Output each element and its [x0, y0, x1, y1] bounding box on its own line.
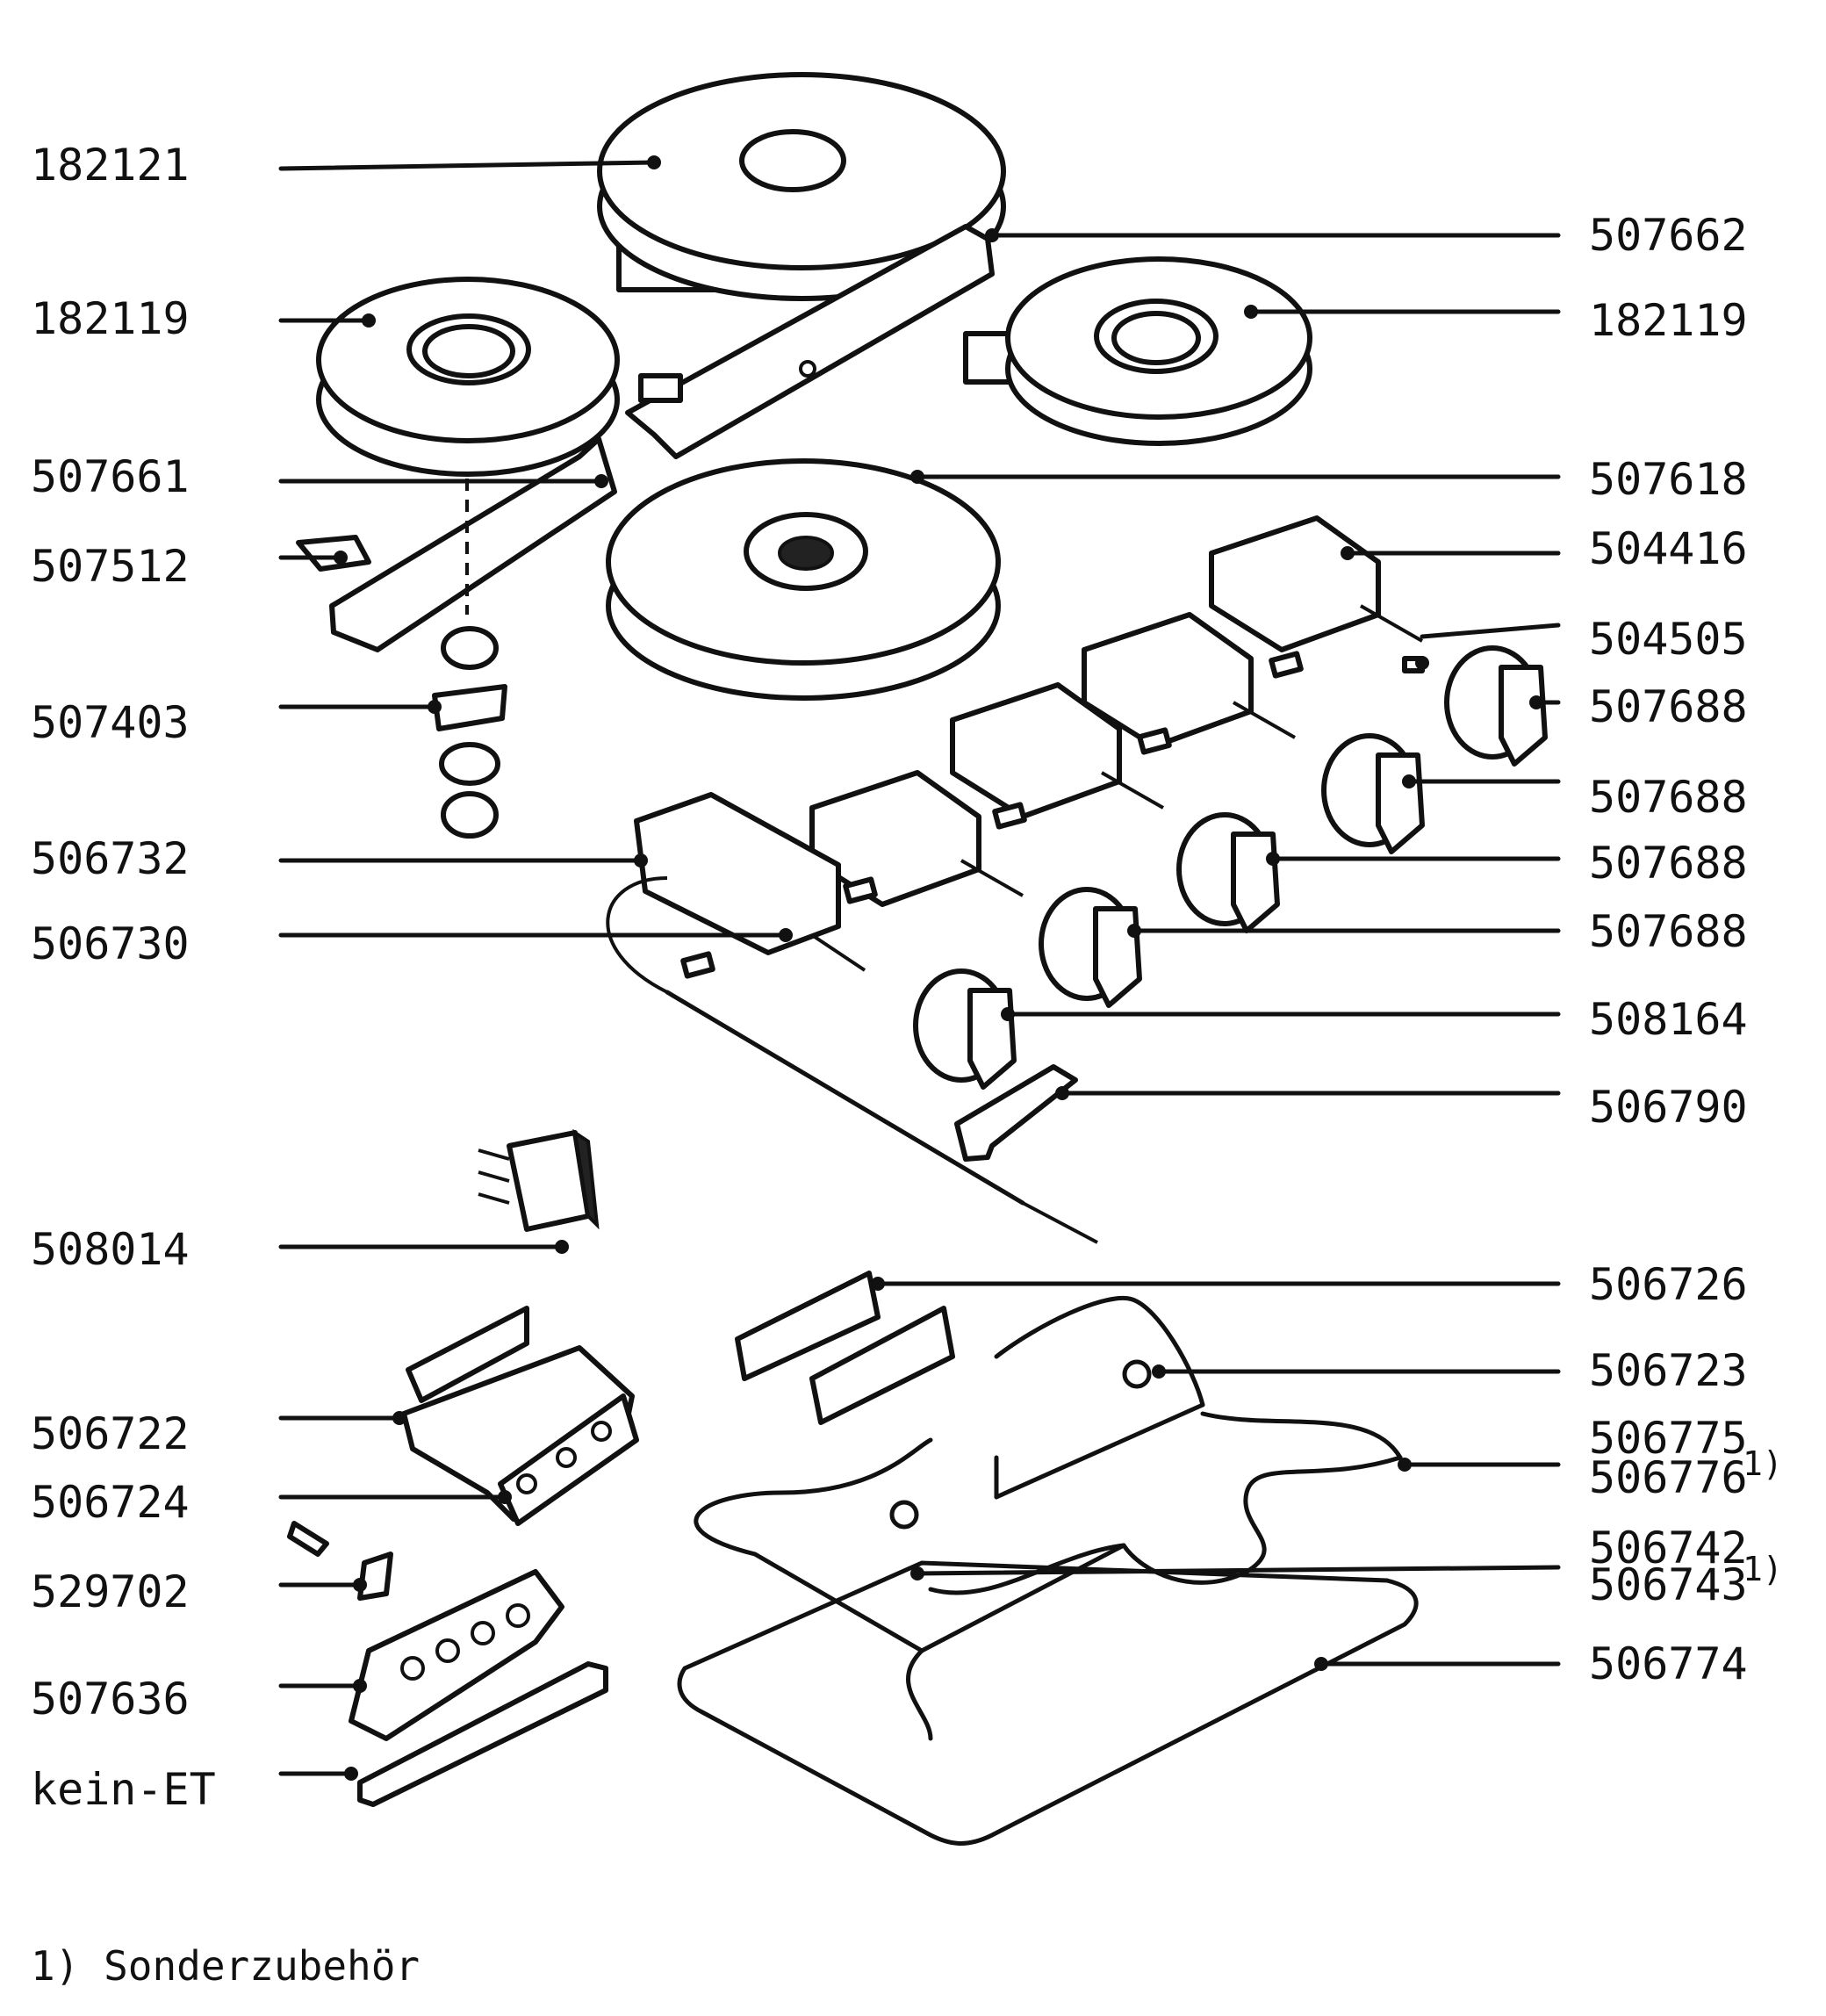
capillary-tube [606, 876, 1098, 1244]
label-529702: 529702 [31, 1566, 190, 1617]
clip-529702 [357, 1552, 393, 1601]
label-507512: 507512 [31, 541, 190, 592]
knobs [913, 645, 1548, 1090]
left-labels: 182121 182119 507661 507512 507403 50673… [31, 140, 216, 1815]
label-508014: 508014 [31, 1224, 190, 1275]
label-507636: 507636 [31, 1674, 190, 1724]
label-506742: 506742 [1589, 1523, 1748, 1573]
screw [287, 1521, 329, 1557]
label-507403: 507403 [31, 697, 190, 748]
label-506723: 506723 [1589, 1345, 1748, 1396]
label-182119-left: 182119 [31, 293, 190, 344]
label-506724: 506724 [31, 1477, 190, 1528]
label-182121: 182121 [31, 140, 190, 191]
relay-508014 [478, 1128, 600, 1232]
switch-row [634, 515, 1425, 979]
label-506774: 506774 [1589, 1638, 1748, 1689]
label-507662: 507662 [1589, 210, 1748, 261]
fastener-stack-507403 [432, 626, 507, 839]
footnote-text: 1) Sonderzubehör [31, 1942, 420, 1990]
label-506732: 506732 [31, 833, 190, 884]
footnote-marker-2: 1) [1743, 1550, 1783, 1588]
label-508164: 508164 [1589, 994, 1748, 1045]
label-507688-3: 507688 [1589, 838, 1748, 889]
label-507688-4: 507688 [1589, 906, 1748, 957]
hotplate-left-182119 [316, 277, 620, 477]
terminal-housing-506722 [401, 1306, 639, 1526]
footnote-marker-1: 1) [1743, 1444, 1783, 1483]
oven-heating-elements [677, 1296, 1419, 1846]
hotplate-center-507618 [606, 458, 1001, 701]
label-506776: 506776 [1589, 1452, 1748, 1503]
bracket-507662 [625, 224, 995, 459]
terminal-block-507636 [349, 1569, 564, 1741]
leader-lines [278, 155, 1561, 1781]
label-506726: 506726 [1589, 1259, 1748, 1310]
label-506775: 506775 [1589, 1413, 1748, 1464]
label-504505: 504505 [1589, 614, 1748, 665]
label-182119-right: 182119 [1589, 295, 1748, 346]
hotplate-right-182119 [963, 256, 1312, 446]
label-506743: 506743 [1589, 1559, 1748, 1610]
hotplate-large-182121 [597, 72, 1006, 301]
bracket-507661 [329, 436, 617, 652]
label-kein-et: kein-ET [31, 1764, 216, 1815]
right-labels: 507662 182119 507618 504416 504505 50768… [1589, 210, 1783, 1689]
clip-506790 [954, 1064, 1078, 1162]
label-507688-2: 507688 [1589, 772, 1748, 823]
bar-kein-et [357, 1661, 608, 1807]
clip-507512 [296, 535, 371, 572]
label-504416: 504416 [1589, 523, 1748, 574]
label-506730: 506730 [31, 918, 190, 969]
label-507618: 507618 [1589, 454, 1748, 505]
exploded-parts-drawing [287, 72, 1548, 1846]
terminal-strip-506726 [735, 1271, 955, 1425]
label-507688-1: 507688 [1589, 681, 1748, 732]
label-506790: 506790 [1589, 1082, 1748, 1133]
label-506722: 506722 [31, 1408, 190, 1459]
label-507661: 507661 [31, 451, 190, 502]
